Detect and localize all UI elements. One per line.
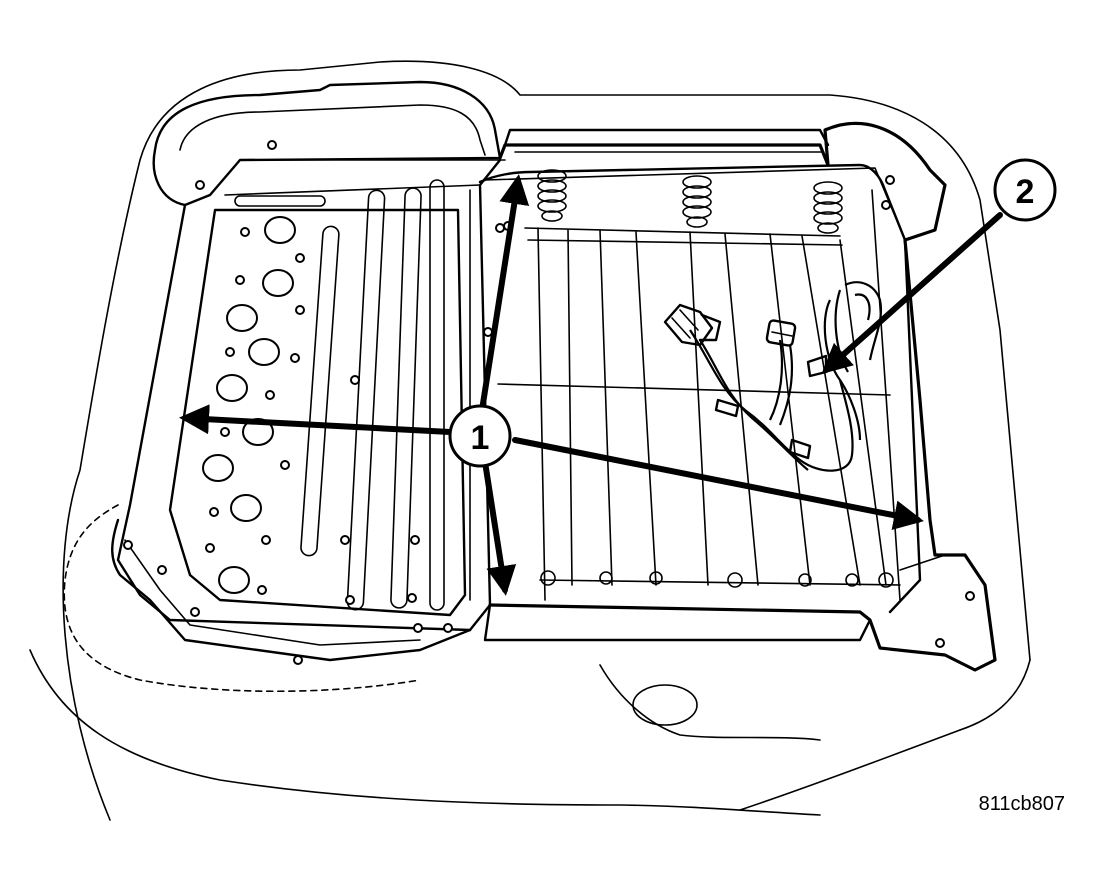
spring-wire-grid: [497, 169, 901, 601]
callout-circle: [993, 158, 1057, 222]
harness-clip: [714, 398, 740, 418]
wire-connector: [765, 319, 797, 347]
coil-spring: [537, 169, 567, 222]
wire-connector: [663, 303, 722, 347]
callout-1-arrows: [179, 174, 924, 596]
seat-frame-right: [469, 121, 997, 672]
figure-id: 811cb807: [979, 793, 1065, 815]
seat-pan-left: [111, 80, 506, 665]
callout-circle: [448, 404, 512, 468]
callout-1: 1: [448, 404, 512, 468]
callout-arrow: [512, 437, 924, 531]
callout-2: 2: [993, 158, 1057, 222]
callout-arrow: [179, 404, 453, 435]
callout-arrow: [482, 459, 517, 596]
callout-arrow: [479, 174, 530, 413]
callout-arrow: [821, 212, 1003, 374]
callout-2-arrow: [821, 212, 1003, 374]
seat-cushion-foam: [29, 60, 1031, 821]
wire-harness: [663, 281, 883, 472]
coil-spring: [813, 181, 843, 234]
coil-spring: [682, 175, 712, 228]
callout-label: 1: [471, 419, 490, 457]
harness-clip: [788, 438, 812, 460]
callout-label: 2: [1016, 173, 1035, 211]
